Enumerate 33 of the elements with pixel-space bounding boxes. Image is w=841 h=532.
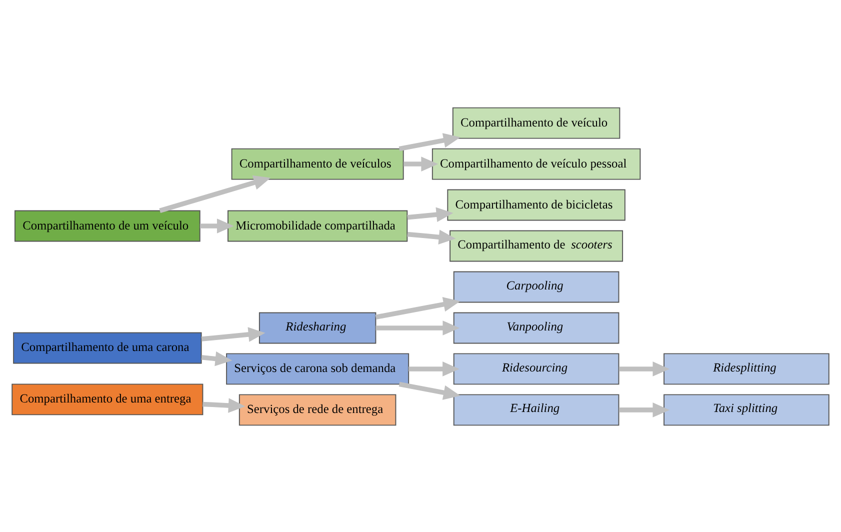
node-box: Ridesharing (258, 312, 376, 344)
node-box: Taxi splitting (664, 394, 830, 426)
node-box: Micromobilidade compartilhada (228, 210, 408, 242)
arrow (201, 350, 232, 366)
arrow (202, 398, 246, 412)
arrow (200, 218, 234, 233)
arrow (159, 174, 271, 212)
node-box: Compartilhamento de scooters (450, 230, 624, 262)
node-box: E-Hailing (453, 394, 620, 426)
node-box: Carpooling (453, 270, 620, 302)
arrow (407, 206, 454, 222)
arrow (376, 320, 460, 335)
arrow (398, 132, 460, 151)
node-box: Ridesplitting (664, 352, 830, 384)
node-box: Compartilhamento de veículos (231, 148, 404, 180)
node-box: Ridesourcing (453, 352, 620, 384)
arrow (618, 402, 670, 417)
arrow (201, 326, 266, 342)
arrow (404, 156, 438, 171)
arrow (398, 381, 460, 400)
arrow (375, 296, 460, 319)
node-box: Compartilhamento de veículo pessoal (432, 148, 641, 180)
arrow (408, 361, 460, 376)
node-box: Compartilhamento de bicicletas (447, 188, 626, 220)
node-box: Vanpooling (453, 312, 620, 344)
node-box: Compartilhamento de veículo (452, 106, 620, 138)
node-box: Serviços de carona sob demanda (226, 352, 410, 384)
node-box: Compartilhamento de uma entrega (12, 383, 204, 415)
node-box: Compartilhamento de uma carona (13, 332, 202, 364)
node-box: Compartilhamento de um veículo (14, 210, 200, 242)
arrow (407, 229, 456, 244)
node-box: Serviços de rede de entrega (238, 394, 396, 426)
arrow (618, 361, 670, 376)
